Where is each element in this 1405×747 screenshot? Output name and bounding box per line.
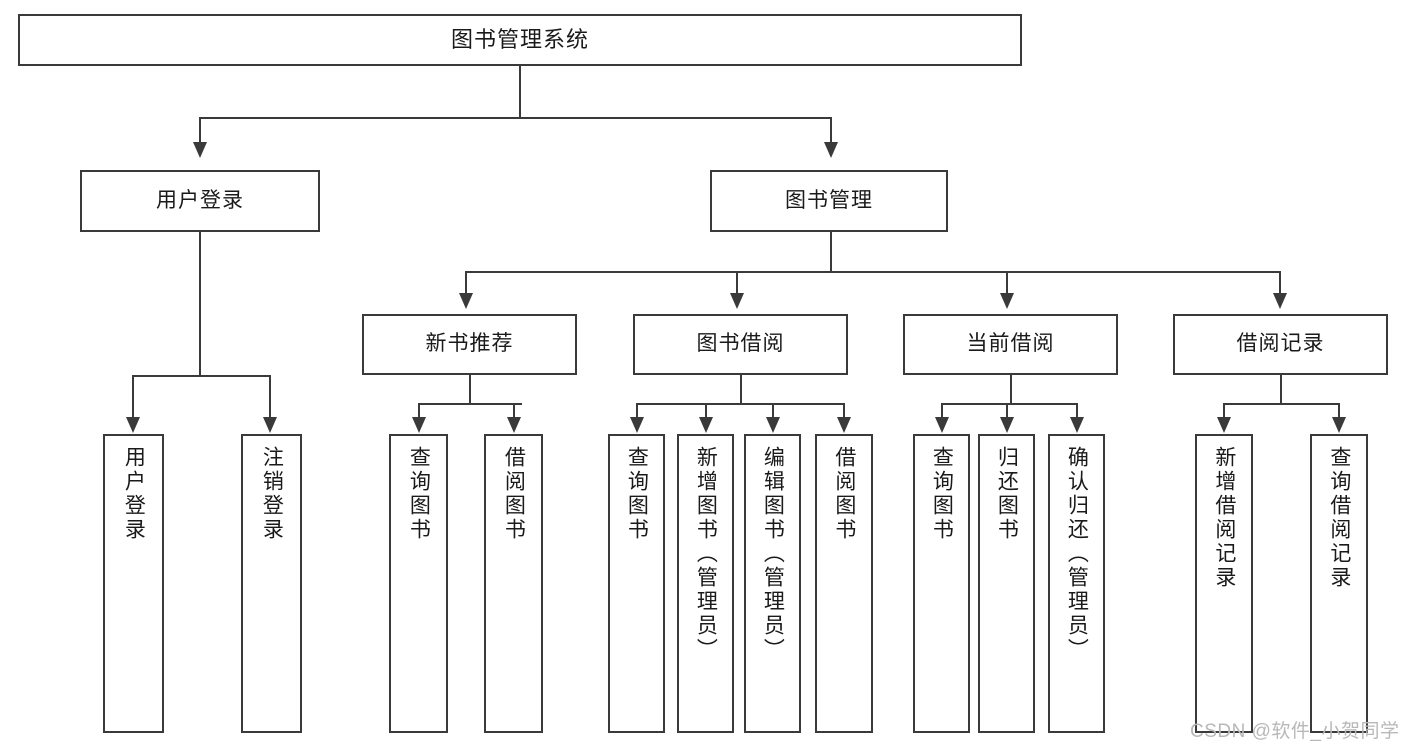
edge-root-bus	[199, 117, 832, 119]
edge-bookborrow-bus	[636, 403, 845, 405]
node-current-borrow-label: 当前借阅	[966, 332, 1055, 356]
node-leaf-add-book[interactable]: 新增图书（管理员）	[677, 434, 734, 733]
arrowhead-current-to-leaf10	[1000, 417, 1014, 433]
edge-current-to-leaf11	[1076, 403, 1078, 419]
arrowhead-current-to-leaf11	[1070, 417, 1084, 433]
node-leaf-query-book-1[interactable]: 查询图书	[389, 434, 448, 733]
node-leaf-query-book-3-label: 查询图书	[930, 446, 954, 542]
edge-root-stem	[519, 66, 521, 118]
edge-bookmanage-to-record	[1279, 271, 1281, 295]
node-leaf-edit-book-label: 编辑图书（管理员）	[761, 446, 785, 662]
node-new-book-rec-label: 新书推荐	[425, 332, 514, 356]
node-leaf-add-record-label: 新增借阅记录	[1212, 446, 1236, 590]
edge-record-to-leaf12	[1223, 403, 1225, 419]
node-leaf-user-login[interactable]: 用户登录	[103, 434, 164, 733]
edge-current-to-leaf9	[941, 403, 943, 419]
node-borrow-record-label: 借阅记录	[1236, 332, 1325, 356]
node-leaf-query-record-label: 查询借阅记录	[1327, 446, 1351, 590]
node-leaf-add-book-label: 新增图书（管理员）	[694, 446, 718, 662]
node-leaf-user-login-label: 用户登录	[122, 446, 146, 542]
edge-userlogin-to-leaf1	[132, 375, 134, 419]
node-user-login[interactable]: 用户登录	[80, 170, 320, 232]
edge-record-stem	[1280, 375, 1282, 404]
node-borrow-record[interactable]: 借阅记录	[1173, 314, 1388, 375]
node-leaf-return-book-label: 归还图书	[995, 446, 1019, 542]
node-leaf-borrow-book-1[interactable]: 借阅图书	[484, 434, 543, 733]
arrowhead-bookborrow-to-leaf7	[766, 417, 780, 433]
edge-newbook-stem	[469, 375, 471, 404]
arrowhead-root-to-userlogin	[193, 142, 207, 158]
arrowhead-record-to-leaf12	[1217, 417, 1231, 433]
edge-bookborrow-to-leaf7	[772, 403, 774, 419]
edge-current-to-leaf10	[1006, 403, 1008, 419]
node-user-login-label: 用户登录	[156, 188, 244, 212]
edge-bookborrow-to-leaf6	[705, 403, 707, 419]
edge-newbook-to-leaf4	[513, 403, 515, 419]
arrowhead-bookmanage-to-current	[1000, 293, 1014, 309]
edge-newbook-to-leaf3	[418, 403, 420, 419]
arrowhead-userlogin-to-leaf2	[263, 417, 277, 433]
edge-bookmanage-to-newbook	[465, 271, 467, 295]
arrowhead-root-to-bookmanage	[824, 142, 838, 158]
node-book-borrow[interactable]: 图书借阅	[633, 314, 848, 375]
edge-root-to-bookmanage	[830, 117, 832, 144]
edge-bookborrow-to-leaf8	[843, 403, 845, 419]
node-new-book-rec[interactable]: 新书推荐	[362, 314, 577, 375]
edge-bookborrow-to-leaf5	[636, 403, 638, 419]
edge-bookmanage-to-borrow	[736, 271, 738, 295]
arrowhead-userlogin-to-leaf1	[126, 417, 140, 433]
edge-bookmanage-to-current	[1006, 271, 1008, 295]
node-leaf-borrow-book-1-label: 借阅图书	[502, 446, 526, 542]
node-current-borrow[interactable]: 当前借阅	[903, 314, 1118, 375]
node-leaf-add-record[interactable]: 新增借阅记录	[1195, 434, 1253, 733]
arrowhead-bookmanage-to-newbook	[459, 293, 473, 309]
edge-bookborrow-stem	[740, 375, 742, 404]
node-leaf-query-record[interactable]: 查询借阅记录	[1310, 434, 1368, 733]
node-leaf-borrow-book-2-label: 借阅图书	[832, 446, 856, 542]
node-leaf-confirm-return[interactable]: 确认归还（管理员）	[1048, 434, 1105, 733]
arrowhead-bookborrow-to-leaf8	[837, 417, 851, 433]
edge-root-to-userlogin	[199, 117, 201, 144]
arrowhead-bookborrow-to-leaf5	[630, 417, 644, 433]
node-root[interactable]: 图书管理系统	[18, 14, 1022, 66]
edge-userlogin-bus	[132, 375, 269, 377]
arrowhead-newbook-to-leaf3	[412, 417, 426, 433]
edge-userlogin-stem	[199, 232, 201, 376]
node-root-label: 图书管理系统	[450, 27, 589, 53]
node-leaf-return-book[interactable]: 归还图书	[978, 434, 1035, 733]
node-book-borrow-label: 图书借阅	[696, 332, 785, 356]
node-leaf-query-book-1-label: 查询图书	[407, 446, 431, 542]
edge-record-to-leaf13	[1338, 403, 1340, 419]
node-leaf-edit-book[interactable]: 编辑图书（管理员）	[744, 434, 801, 733]
edge-bookmanage-bus	[465, 271, 1281, 273]
node-leaf-logout[interactable]: 注销登录	[241, 434, 302, 733]
edge-current-stem	[1010, 375, 1012, 404]
node-leaf-logout-label: 注销登录	[260, 446, 284, 542]
arrowhead-current-to-leaf9	[935, 417, 949, 433]
arrowhead-bookmanage-to-borrow	[730, 293, 744, 309]
arrowhead-newbook-to-leaf4	[507, 417, 521, 433]
arrowhead-bookborrow-to-leaf6	[699, 417, 713, 433]
node-leaf-borrow-book-2[interactable]: 借阅图书	[815, 434, 873, 733]
node-book-manage-label: 图书管理	[785, 188, 873, 212]
edge-userlogin-to-leaf2	[269, 375, 271, 419]
node-leaf-query-book-3[interactable]: 查询图书	[913, 434, 970, 733]
edge-bookmanage-stem	[830, 232, 832, 272]
node-leaf-query-book-2-label: 查询图书	[625, 446, 649, 542]
node-leaf-query-book-2[interactable]: 查询图书	[608, 434, 665, 733]
edge-newbook-bus	[418, 403, 522, 405]
arrowhead-record-to-leaf13	[1332, 417, 1346, 433]
node-book-manage[interactable]: 图书管理	[710, 170, 948, 232]
edge-current-bus	[941, 403, 1078, 405]
edge-record-bus	[1223, 403, 1340, 405]
arrowhead-bookmanage-to-record	[1273, 293, 1287, 309]
node-leaf-confirm-return-label: 确认归还（管理员）	[1065, 446, 1089, 662]
